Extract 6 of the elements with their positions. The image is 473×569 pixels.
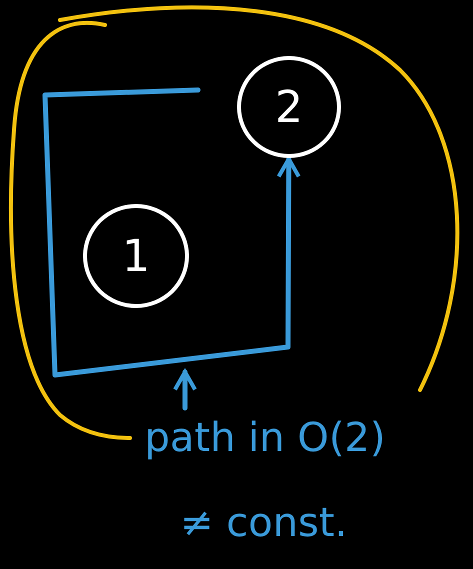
arrow xyxy=(173,370,197,410)
node-circle: 2 xyxy=(237,56,341,158)
node-circle: 1 xyxy=(83,204,189,308)
annotation-text: path in O(2) xyxy=(125,408,405,468)
note-text: ≠ const. xyxy=(180,500,348,546)
arrow xyxy=(42,88,301,378)
